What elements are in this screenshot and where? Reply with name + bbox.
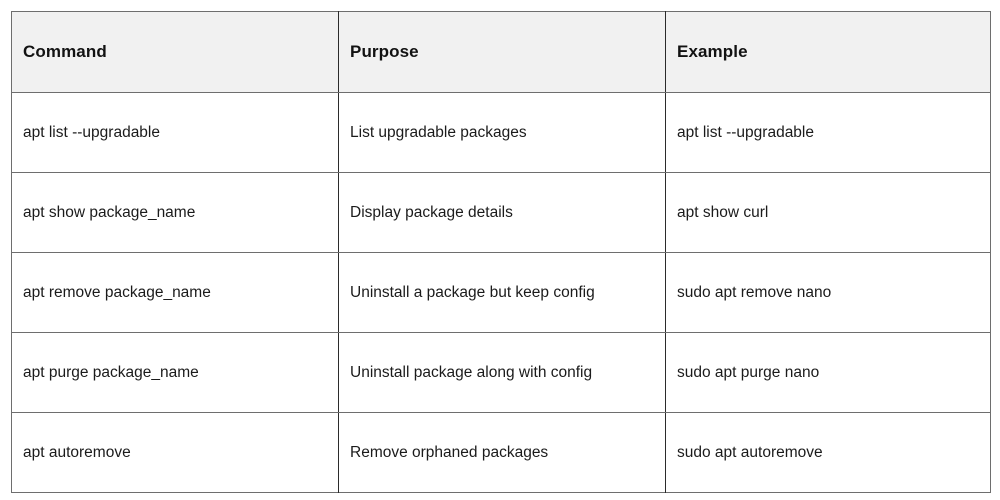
table-row: apt autoremove Remove orphaned packages … [11, 412, 991, 493]
table-container: Command Purpose Example apt list --upgra… [11, 11, 991, 493]
cell-command: apt purge package_name [11, 332, 339, 413]
cell-command: apt list --upgradable [11, 92, 339, 173]
cell-purpose: Remove orphaned packages [338, 412, 666, 493]
cell-example: sudo apt remove nano [665, 252, 991, 333]
cell-purpose: Display package details [338, 172, 666, 253]
column-header-purpose: Purpose [338, 11, 666, 93]
cell-purpose: List upgradable packages [338, 92, 666, 173]
apt-commands-table: Command Purpose Example apt list --upgra… [11, 11, 991, 493]
table-body: apt list --upgradable List upgradable pa… [11, 92, 991, 493]
cell-example: sudo apt purge nano [665, 332, 991, 413]
cell-command: apt show package_name [11, 172, 339, 253]
column-header-example: Example [665, 11, 991, 93]
cell-command: apt autoremove [11, 412, 339, 493]
table-row: apt list --upgradable List upgradable pa… [11, 92, 991, 173]
table-header-row: Command Purpose Example [11, 11, 991, 93]
cell-example: sudo apt autoremove [665, 412, 991, 493]
cell-example: apt show curl [665, 172, 991, 253]
cell-purpose: Uninstall package along with config [338, 332, 666, 413]
cell-purpose: Uninstall a package but keep config [338, 252, 666, 333]
table-row: apt remove package_name Uninstall a pack… [11, 252, 991, 333]
table-row: apt purge package_name Uninstall package… [11, 332, 991, 413]
table-row: apt show package_name Display package de… [11, 172, 991, 253]
table-header: Command Purpose Example [11, 11, 991, 93]
cell-command: apt remove package_name [11, 252, 339, 333]
column-header-command: Command [11, 11, 339, 93]
cell-example: apt list --upgradable [665, 92, 991, 173]
